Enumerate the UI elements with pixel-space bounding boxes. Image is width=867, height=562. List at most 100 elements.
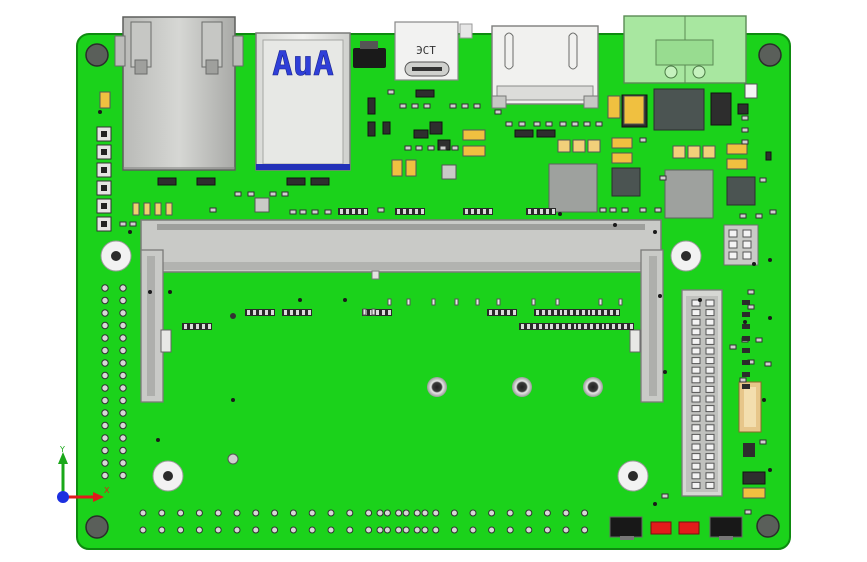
usb3-marking: AuA [272,44,333,84]
axis-triad-icon: Y X [57,445,110,503]
resistor-pad [576,310,579,315]
thru-hole [119,309,127,317]
via [148,290,152,294]
thru-hole [101,284,109,292]
via [231,398,235,402]
status-leds [650,521,700,535]
smd-resistor [621,207,629,213]
resistor-pad [403,209,406,214]
resistor-pad [358,209,361,214]
resistor-pad [259,310,262,315]
thru-hole [562,526,570,534]
thru-hole [119,384,127,392]
header-pin [705,309,715,317]
header-pin [691,385,701,393]
resistor-pad [296,310,299,315]
thru-hole [402,509,410,517]
power-terminal-block[interactable] [623,15,758,99]
resistor-pad [592,310,595,315]
header-pin [691,453,701,461]
header-pin [705,347,715,355]
header-pin [705,424,715,432]
ic-small [765,151,772,161]
header-pin [705,462,715,470]
resistor-pad [545,324,548,329]
resistor-pad [564,310,567,315]
usb3-connector[interactable]: AuA [255,32,351,171]
resistor-pad [247,310,250,315]
black-switch[interactable] [353,41,386,68]
header-pin [705,405,715,413]
capacitor [154,202,162,216]
header-pin [691,462,701,470]
resistor-pad [284,310,287,315]
resistor-pad [271,310,274,315]
resistor-pad [495,310,498,315]
usb-c-port[interactable]: ЭСТ [394,21,473,81]
smd-resistor [747,289,755,295]
thru-hole [101,396,109,405]
thru-hole [383,509,391,517]
capacitor [611,137,633,149]
smd-resistor [755,337,763,343]
through-hole-pads [98,110,772,534]
thru-hole [119,371,127,380]
resistor-pad [556,324,559,329]
smd-resistor [741,127,749,133]
thru-hole [413,509,421,517]
thru-hole [119,446,127,455]
thru-hole [139,526,147,534]
jumper-pin [728,240,738,249]
header-pin [691,357,701,365]
mark-pad [598,298,603,306]
smd-resistor [599,207,607,213]
via [128,230,132,234]
capacitor [572,139,586,153]
resistor-pad [346,209,349,214]
smd-resistor [119,221,127,227]
resistor-pad [471,209,474,214]
thru-hole [308,509,316,517]
smd-resistor [654,207,662,213]
hdmi-connector[interactable] [491,25,599,109]
via [762,398,766,402]
header-pin [705,481,715,489]
jumper-pin [742,240,752,249]
smd-resistor [639,207,647,213]
smd-diode [742,384,750,389]
thru-hole [421,526,429,534]
triad-x-label: X [104,486,110,495]
thru-hole [271,509,279,517]
smd-resistor [639,137,647,143]
ic-small [415,89,435,98]
tactile-buttons[interactable] [609,516,743,540]
resistor-pad [539,324,542,329]
header-pin [691,405,701,413]
fpc-connector[interactable] [738,381,762,433]
smd-resistor [311,209,319,215]
ic-small [196,177,216,186]
rj45-ethernet-jack[interactable] [114,16,244,171]
ic-small [382,121,391,135]
thru-hole [525,509,533,517]
thru-hole [413,526,421,534]
header-pin [705,433,715,441]
capacitor [611,152,633,164]
sodimm-socket[interactable] [140,219,664,403]
smd-diode [742,336,750,341]
ic-small [367,121,376,137]
header-pin [705,472,715,480]
ic-small [367,97,376,115]
via [298,298,302,302]
thru-hole [195,526,203,534]
thru-hole [119,334,127,342]
resistor-pad [598,310,601,315]
header-pin-core [101,221,107,227]
smd-resistor [473,103,481,109]
capacitor [557,139,571,153]
header-pin-core [101,131,107,137]
pin-header-40[interactable] [681,289,723,497]
via [653,502,657,506]
mark-pad [387,298,392,306]
